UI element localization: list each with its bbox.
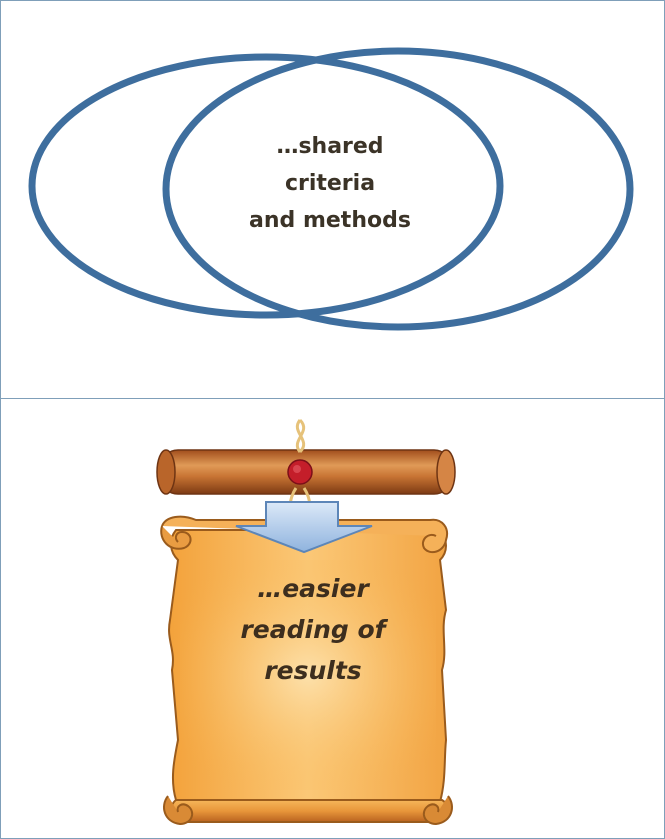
venn-left-circle: [28, 53, 504, 319]
scroll-line-2: reading of: [240, 615, 386, 644]
venn-overlap-label: …shared criteria and methods: [215, 128, 445, 239]
venn-right-circle: [162, 47, 634, 331]
scroll-line-3: results: [264, 656, 362, 685]
panel-divider: [0, 398, 665, 399]
rolled-scroll: [156, 418, 456, 516]
scroll-line-1: …easier: [257, 574, 369, 603]
scroll-text: …easier reading of results: [200, 568, 426, 691]
scroll-illustration: [156, 418, 456, 826]
venn-label-line-1: …shared: [276, 134, 384, 159]
open-scroll: [160, 515, 453, 826]
venn-diagram: [28, 47, 634, 331]
venn-label-line-2: criteria: [284, 171, 376, 196]
venn-panel: [0, 0, 665, 398]
down-arrow: [235, 501, 373, 554]
wax-seal: [287, 459, 313, 485]
scroll-panel: [0, 399, 665, 839]
venn-label-line-3: and methods: [249, 208, 411, 233]
